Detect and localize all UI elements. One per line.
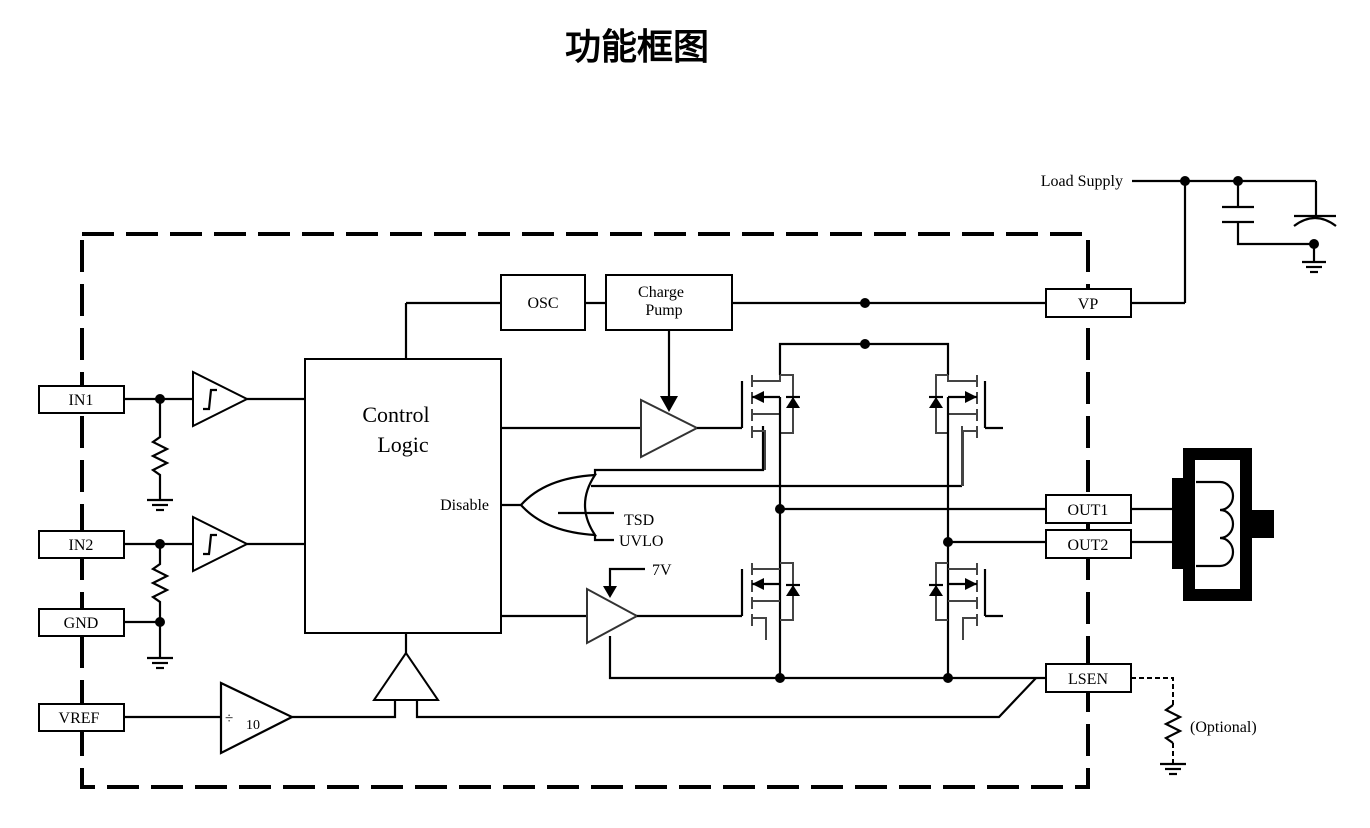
vref-divider-amp: ÷ 10 [124, 681, 397, 755]
input-network [124, 394, 193, 670]
svg-text:IN1: IN1 [69, 392, 94, 409]
svg-text:IN2: IN2 [69, 537, 94, 554]
h-bridge [740, 339, 1046, 683]
low-side-gate-driver [501, 567, 780, 680]
mosfet-high-left [740, 374, 800, 678]
pin-lsen[interactable]: LSEN [1045, 663, 1132, 693]
mosfet-high-right [929, 374, 1003, 678]
motor-load [1131, 448, 1274, 601]
charge-pump-block: Charge Pump [605, 274, 733, 331]
svg-text:÷: ÷ [225, 711, 233, 727]
diagram-title: 功能框图 [564, 27, 709, 68]
load-supply-network [1132, 176, 1337, 305]
svg-text:OUT1: OUT1 [1068, 502, 1109, 519]
oscillator-block: OSC [500, 274, 586, 331]
mosfet-low-right [929, 562, 1003, 640]
disable-label: Disable [440, 497, 489, 514]
pin-vref[interactable]: VREF [38, 703, 125, 732]
svg-text:OUT2: OUT2 [1068, 537, 1109, 554]
svg-text:OSC: OSC [527, 295, 558, 312]
schmitt-buffer-in2 [192, 515, 305, 573]
uvlo-label: UVLO [619, 533, 663, 550]
control-logic-block: Control Logic [304, 358, 502, 634]
current-comparator [372, 633, 1037, 719]
svg-text:Charge: Charge [638, 284, 684, 301]
pin-gnd[interactable]: GND [38, 608, 125, 637]
pin-in2[interactable]: IN2 [38, 530, 125, 559]
high-side-gate-driver [501, 398, 742, 459]
pin-in1[interactable]: IN1 [38, 385, 125, 414]
svg-text:VP: VP [1078, 296, 1099, 313]
svg-text:10: 10 [246, 718, 260, 733]
svg-text:LSEN: LSEN [1068, 671, 1108, 688]
schmitt-buffer-in1 [192, 370, 305, 428]
optional-label: (Optional) [1190, 719, 1257, 736]
ref-7v-label: 7V [652, 562, 672, 579]
tsd-label: TSD [624, 512, 654, 529]
mosfet-low-left [740, 562, 800, 640]
svg-text:Pump: Pump [645, 302, 682, 319]
pin-vp[interactable]: VP [1045, 288, 1132, 318]
svg-text:VREF: VREF [59, 710, 100, 727]
svg-text:Control: Control [362, 402, 429, 427]
svg-text:Logic: Logic [377, 432, 429, 457]
lsen-optional-resistor [1131, 677, 1186, 776]
load-supply-label: Load Supply [1041, 173, 1123, 190]
pin-out1[interactable]: OUT1 [1045, 494, 1132, 524]
svg-text:GND: GND [64, 615, 99, 632]
pin-out2[interactable]: OUT2 [1045, 529, 1132, 559]
disable-or-gate [501, 426, 963, 542]
